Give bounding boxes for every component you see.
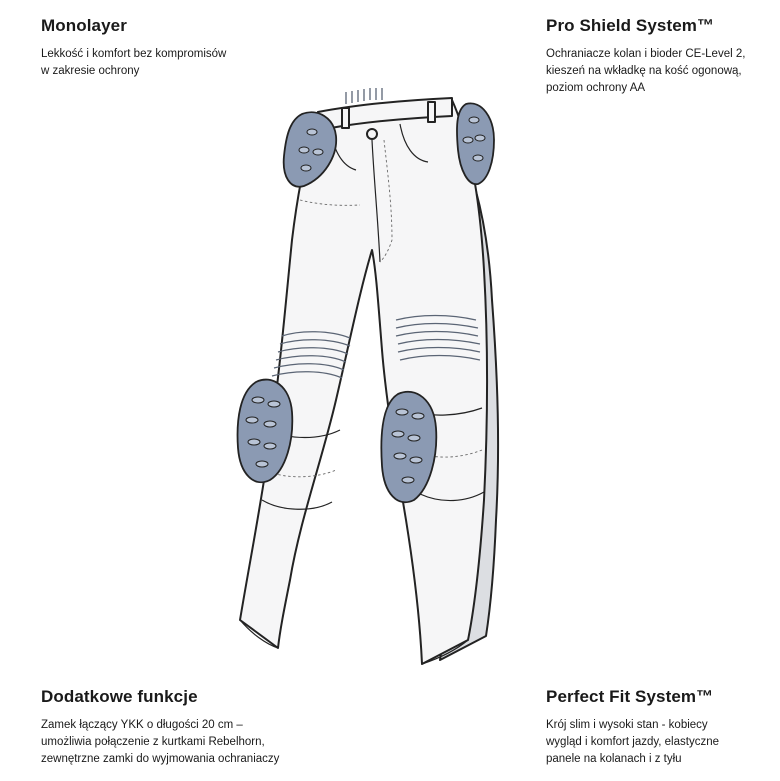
feature-description: Lekkość i komfort bez kompromisów w zakr… <box>41 46 301 80</box>
button-icon <box>366 128 378 140</box>
knee-rib-panel-left <box>271 331 351 379</box>
waistband <box>317 97 453 131</box>
feature-monolayer: Monolayer Lekkość i komfort bez kompromi… <box>41 16 301 80</box>
elastic-waist-ribs <box>345 88 383 104</box>
description-line: poziom ochrony AA <box>546 82 646 94</box>
description-line: Lekkość i komfort bez kompromisów <box>41 48 227 60</box>
description-line: kieszeń na wkładkę na kość ogonową, <box>546 65 742 77</box>
feature-title: Perfect Fit System™ <box>546 687 714 706</box>
description-line: Zamek łączący YKK o długości 20 cm – <box>41 719 243 731</box>
description-line: w zakresie ochrony <box>41 65 140 77</box>
description-line: Ochraniacze kolan i bioder CE-Level 2, <box>546 48 746 60</box>
feature-description: Zamek łączący YKK o długości 20 cm – umo… <box>41 717 351 768</box>
feature-pro-shield: Pro Shield System™ Ochraniacze kolan i b… <box>546 16 776 97</box>
hip-armor-left-icon <box>282 111 337 188</box>
knee-armor-right-icon <box>380 390 438 504</box>
hip-armor-right-icon <box>456 102 495 185</box>
description-line: umożliwia połączenie z kurtkami Rebelhor… <box>41 736 265 748</box>
feature-extra-functions: Dodatkowe funkcje Zamek łączący YKK o dł… <box>41 687 351 768</box>
knee-armor-left-icon <box>236 378 294 483</box>
description-line: zewnętrzne zamki do wyjmowania ochraniac… <box>41 753 280 765</box>
belt-loop <box>341 107 350 129</box>
motorcycle-trousers-illustration <box>236 88 500 665</box>
front-pocket <box>399 123 429 163</box>
hem-left <box>239 619 279 649</box>
fly-stitch <box>379 139 393 263</box>
hem-right <box>421 639 469 665</box>
feature-title: Dodatkowe funkcje <box>41 687 198 706</box>
description-line: Krój slim i wysoki stan - kobiecy <box>546 719 708 731</box>
description-line: wygląd i komfort jazdy, elastyczne <box>546 736 719 748</box>
fly-seam <box>371 139 381 263</box>
belt-loop <box>427 101 436 123</box>
feature-description: Ochraniacze kolan i bioder CE-Level 2, k… <box>546 46 776 97</box>
feature-description: Krój slim i wysoki stan - kobiecy wygląd… <box>546 717 776 768</box>
feature-title: Pro Shield System™ <box>546 16 715 35</box>
feature-title: Monolayer <box>41 16 127 35</box>
description-line: panele na kolanach i z tyłu <box>546 753 682 765</box>
feature-perfect-fit: Perfect Fit System™ Krój slim i wysoki s… <box>546 687 776 768</box>
knee-rib-panel-right <box>395 314 481 361</box>
